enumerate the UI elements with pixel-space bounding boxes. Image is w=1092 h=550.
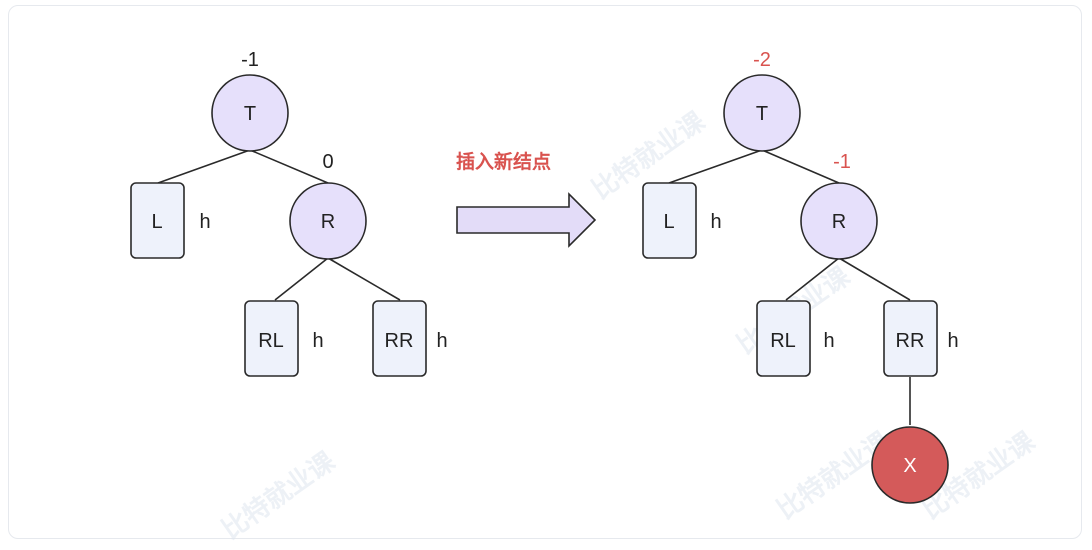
tree-after: -2 T -1 R L h RL h RR h X (642, 49, 959, 504)
subtree-l-label: L (151, 211, 162, 233)
node-t (211, 74, 289, 152)
subtree-rr-label: RR (385, 330, 414, 352)
edge-r-rl (785, 257, 840, 301)
node-t (723, 74, 801, 152)
subtree-rl-label: RL (770, 330, 796, 352)
edge-r-rl (274, 257, 329, 301)
node-r (289, 182, 367, 260)
node-r-label: R (832, 211, 846, 233)
height-label-rl: h (823, 330, 834, 352)
subtree-l (642, 182, 697, 259)
node-t-label: T (244, 103, 256, 125)
balance-factor-r: 0 (322, 151, 333, 173)
watermark-text: 比特就业课 (216, 445, 341, 546)
balance-factor-t: -1 (241, 49, 259, 71)
subtree-rl (244, 300, 299, 377)
edge-r-rr (838, 257, 911, 301)
balance-factor-r: -1 (833, 151, 851, 173)
transition: 插入新结点 (456, 150, 597, 248)
subtree-rr-label: RR (896, 330, 925, 352)
edge-t-r (761, 149, 840, 184)
subtree-rr (372, 300, 427, 377)
transition-arrow-icon (456, 192, 597, 248)
node-x-label: X (903, 455, 916, 477)
edge-t-l (668, 149, 763, 184)
subtree-rr (883, 300, 938, 377)
balance-factor-t: -2 (753, 49, 771, 71)
node-r (800, 182, 878, 260)
subtree-rl (756, 300, 811, 377)
height-label-l: h (710, 211, 721, 233)
height-label-rr: h (436, 330, 447, 352)
height-label-rl: h (312, 330, 323, 352)
node-t-label: T (756, 103, 768, 125)
node-r-label: R (321, 211, 335, 233)
tree-before: -1 T 0 R L h RL h RR h (130, 49, 448, 377)
subtree-rl-label: RL (258, 330, 284, 352)
subtree-l (130, 182, 185, 259)
edge-t-r (249, 149, 329, 184)
height-label-l: h (199, 211, 210, 233)
subtree-l-label: L (663, 211, 674, 233)
insert-caption: 插入新结点 (456, 150, 551, 173)
edge-t-l (157, 149, 251, 184)
edge-r-rr (327, 257, 401, 301)
height-label-rr: h (947, 330, 958, 352)
node-x-inserted (871, 426, 949, 504)
